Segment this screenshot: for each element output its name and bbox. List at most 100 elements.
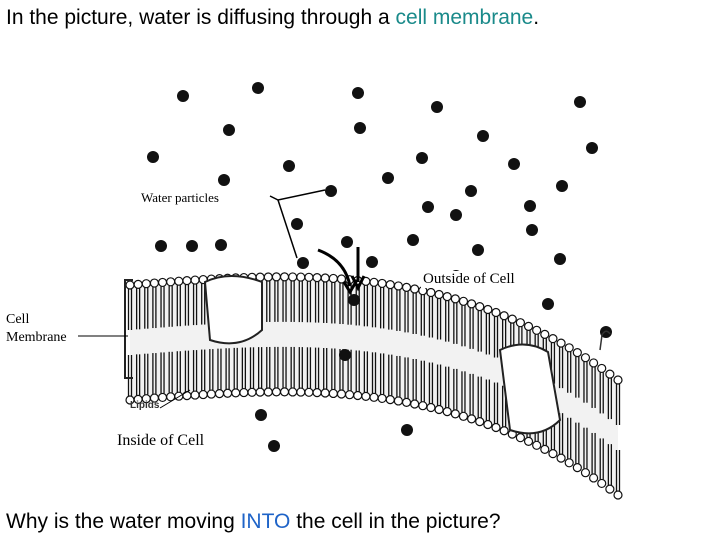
lipid-head	[385, 280, 395, 290]
lipid-head	[393, 396, 403, 406]
lipid-head	[288, 387, 298, 397]
lipid-head	[279, 387, 290, 397]
lipid-head	[548, 449, 558, 459]
water-particle	[526, 224, 538, 236]
lipid-head	[401, 397, 412, 408]
lipid-head	[491, 307, 501, 318]
lipid-head	[247, 387, 257, 397]
water-particle	[382, 172, 394, 184]
water-particle	[431, 101, 443, 113]
lipid-head	[507, 314, 517, 324]
lipid-head	[320, 273, 330, 283]
lipid-head	[369, 277, 379, 287]
lipid-head	[190, 275, 200, 285]
lipid-head	[336, 389, 347, 399]
water-particle	[508, 158, 520, 170]
lipid-head	[515, 433, 526, 443]
lipid-head	[214, 389, 225, 399]
lipid-head	[223, 388, 233, 398]
question-text: Why is the water moving INTO the cell in…	[6, 510, 501, 533]
lipid-head	[442, 407, 452, 417]
lipid-head	[467, 299, 477, 309]
lipid-head	[336, 274, 347, 284]
lipid-head	[312, 272, 322, 283]
water-particle	[339, 349, 351, 361]
lipid-head	[133, 279, 143, 289]
lipid-head	[499, 426, 509, 436]
lipid-head	[288, 272, 298, 282]
membrane-bracket	[124, 279, 133, 379]
water-particle	[268, 440, 280, 452]
water-particle	[407, 234, 419, 246]
water-particle	[223, 124, 235, 136]
water-particle	[186, 240, 198, 252]
lipid-head	[304, 272, 314, 282]
lipid-head	[263, 387, 273, 397]
lipid-head	[345, 390, 355, 400]
water-particle	[465, 185, 477, 197]
lipid-head	[369, 392, 379, 402]
lipid-head	[426, 287, 436, 298]
lipid-head	[442, 292, 452, 302]
lipid-head	[499, 311, 509, 321]
water-particle	[341, 236, 353, 248]
water-particle	[450, 209, 462, 221]
lipid-head	[231, 388, 241, 398]
lipid-head	[605, 369, 615, 379]
lipid-head	[458, 411, 469, 421]
lipid-head	[491, 422, 501, 433]
water-particle	[556, 180, 568, 192]
water-particle	[554, 253, 566, 265]
lipid-head	[328, 273, 338, 284]
lipid-head	[353, 390, 363, 401]
lipid-head	[418, 401, 428, 411]
lipid-head	[564, 343, 574, 353]
lipid-head	[361, 391, 371, 401]
water-particle	[354, 122, 366, 134]
lipid-head	[328, 388, 338, 399]
water-particle	[155, 240, 167, 252]
lipid-head	[475, 302, 485, 312]
lipid-head	[572, 463, 582, 473]
lipid-head	[475, 417, 485, 427]
lipid-head	[312, 387, 322, 398]
lipid-head	[296, 272, 306, 282]
water-particle	[291, 218, 303, 230]
water-particle	[542, 298, 554, 310]
lipid-head	[434, 289, 444, 300]
water-particle	[215, 239, 227, 251]
lipid-head	[605, 484, 615, 494]
water-particle	[255, 409, 267, 421]
lipid-head	[588, 358, 599, 368]
water-particle	[352, 87, 364, 99]
lipid-head	[564, 458, 574, 468]
lipid-head	[279, 272, 290, 282]
label-water-particles: Water particles	[141, 190, 219, 205]
lipid-head	[450, 409, 460, 419]
lipid-head	[556, 453, 566, 463]
lipid-head	[174, 276, 184, 286]
lipid-head	[377, 393, 387, 404]
lipid-head	[182, 391, 192, 401]
title-highlight: cell membrane	[395, 6, 534, 29]
lipid-head	[157, 277, 168, 288]
lipid-head	[515, 318, 526, 328]
lipid-head	[410, 284, 420, 294]
lipid-head	[588, 473, 599, 483]
lipid-head	[271, 387, 281, 397]
water-particle	[366, 256, 378, 268]
lipid-head	[523, 321, 534, 331]
label-lipids: Lipids	[130, 400, 160, 411]
lipid-head	[548, 334, 558, 344]
lipid-head	[255, 387, 265, 397]
water-particle	[252, 82, 264, 94]
lipid-head	[458, 296, 469, 306]
water-particle	[177, 90, 189, 102]
water-particle	[297, 257, 309, 269]
water-particle	[574, 96, 586, 108]
lipid-head	[401, 282, 412, 293]
lipid-head	[206, 389, 216, 399]
water-particle	[422, 201, 434, 213]
lipid-head	[572, 348, 582, 358]
